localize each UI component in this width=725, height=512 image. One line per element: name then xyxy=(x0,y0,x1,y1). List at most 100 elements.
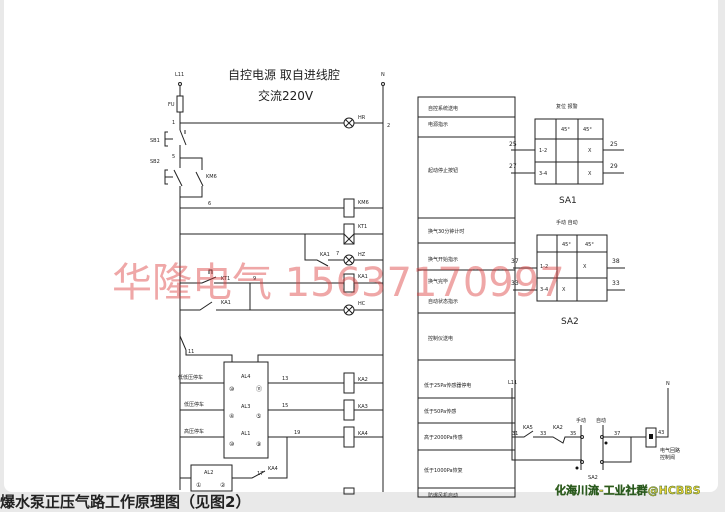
ka3-coil xyxy=(343,399,355,421)
sa1-header: 复位 报警 xyxy=(556,103,578,110)
row-label-high: 高压停车 xyxy=(184,428,204,435)
ka4-coil xyxy=(343,426,355,448)
table-row: 换气30分钟计时 xyxy=(428,228,464,235)
ka2-coil xyxy=(343,372,355,394)
hc-label: HC xyxy=(358,301,366,307)
table-row: 自控系统送电 xyxy=(428,105,458,112)
title-line1: 自控电源 取自进线腔 xyxy=(228,67,340,82)
node-label: 17 xyxy=(257,471,263,477)
hr-label: HR xyxy=(358,115,366,121)
node-label: 37 xyxy=(614,431,620,437)
ka2-label: KA2 xyxy=(358,377,368,383)
node-label: 6 xyxy=(208,201,211,207)
n-label: N xyxy=(666,381,670,387)
terminal-label: 25 xyxy=(610,141,618,148)
contact-label: 3-4 xyxy=(540,287,548,293)
al1-label: AL1 xyxy=(241,431,250,437)
credit-watermark: 化海川流-工业社群@HCBBS xyxy=(555,484,701,497)
auto-label: 自动 xyxy=(596,417,606,424)
fuse xyxy=(176,95,184,113)
manual-label: 手动 xyxy=(576,417,586,424)
ka1-contact-label: KA1 xyxy=(221,300,231,306)
table-row: 电源指示 xyxy=(428,121,448,128)
node-label: 33 xyxy=(540,431,546,437)
kt1-contact-label: KT1 xyxy=(221,276,230,282)
pin-label: ⑩ xyxy=(229,386,234,393)
pin-label: ⑪ xyxy=(256,385,262,393)
node-label: 13 xyxy=(282,376,288,382)
pin-label: ⑩ xyxy=(229,441,234,448)
al2-label: AL2 xyxy=(204,470,213,476)
node-label: 2 xyxy=(387,123,390,129)
al4-label: AL4 xyxy=(241,374,250,380)
angle-label: 45° xyxy=(561,127,570,133)
contact-label: 1-2 xyxy=(539,148,547,154)
angle-label: 45° xyxy=(562,242,571,248)
km-coil xyxy=(343,487,355,495)
sa2-selector xyxy=(575,425,608,470)
sa2-header: 手动 自动 xyxy=(556,219,578,226)
pin-label: ④ xyxy=(229,413,234,420)
ka5-label: KA5 xyxy=(523,425,533,431)
terminal-label: 29 xyxy=(610,163,618,170)
kt1-timer-coil xyxy=(343,223,355,245)
contact-mark: X xyxy=(583,264,587,270)
fu-label: FU xyxy=(168,102,175,108)
node-label: 7 xyxy=(336,251,339,257)
table-row: 控制仪送电 xyxy=(428,335,453,342)
sb1-button xyxy=(164,131,173,147)
table-row: 低于1000Pa恢复 xyxy=(424,467,463,474)
l11-terminal xyxy=(178,82,182,86)
node-label: 11 xyxy=(188,349,194,355)
ka1-label: KA1 xyxy=(358,274,368,280)
hz-label: HZ xyxy=(358,252,366,258)
sb2-button xyxy=(164,169,173,185)
pin-label: ⑨ xyxy=(256,441,261,448)
table-row: 高于2000Pa传感 xyxy=(424,434,463,441)
sa1-label: SA1 xyxy=(559,196,577,206)
contact-mark: X xyxy=(588,148,592,154)
node-label: 19 xyxy=(294,430,300,436)
table-row: 换气完毕 xyxy=(428,278,448,285)
solenoid-valve-coil xyxy=(645,427,657,448)
node-label: 15 xyxy=(282,403,288,409)
contact-label: 3-4 xyxy=(539,171,547,177)
sa2-label: SA2 xyxy=(561,317,579,327)
km6-contact xyxy=(180,157,204,198)
valve-label: 电气回路 xyxy=(660,447,680,454)
contact-mark: X xyxy=(588,171,592,177)
row-label-low-low: 低低压停车 xyxy=(178,374,203,381)
node-label: 5 xyxy=(172,154,175,160)
al3-label: AL3 xyxy=(241,404,250,410)
n-label: N xyxy=(381,72,385,78)
sb1-label: SB1 xyxy=(150,138,160,144)
ka3-label: KA3 xyxy=(358,404,368,410)
function-table xyxy=(417,96,516,498)
node-label: 35 xyxy=(570,431,576,437)
ka4-label: KA4 xyxy=(358,431,368,437)
contact-label: 1-2 xyxy=(540,264,548,270)
contact-mark: X xyxy=(562,287,566,293)
table-row: 换气开始指示 xyxy=(428,256,458,263)
table-row: 低于50Pa传感 xyxy=(424,408,456,415)
pin-label: ② xyxy=(220,482,226,489)
angle-label: 45° xyxy=(583,127,592,133)
sb2-label: SB2 xyxy=(150,159,160,165)
n-terminal xyxy=(381,82,385,86)
valve-label: 控制阀 xyxy=(660,454,675,461)
watermark: 华隆电气 15637170997 xyxy=(112,260,565,306)
ka2-label: KA2 xyxy=(553,425,563,431)
km6-label: KM6 xyxy=(358,200,369,206)
angle-label: 45° xyxy=(585,242,594,248)
terminal-label: 27 xyxy=(509,163,517,170)
table-row: 低于25Pa传感器停电 xyxy=(424,382,471,389)
kt1-label: KT1 xyxy=(358,224,367,230)
l11-label: L11 xyxy=(508,380,517,386)
lamp-hc xyxy=(343,304,355,316)
sa1-switch-table xyxy=(534,118,604,185)
pin-label: ① xyxy=(196,482,201,489)
terminal-label: 25 xyxy=(509,141,517,148)
node-label: 1 xyxy=(172,120,175,126)
terminal-label: 33 xyxy=(612,280,620,287)
